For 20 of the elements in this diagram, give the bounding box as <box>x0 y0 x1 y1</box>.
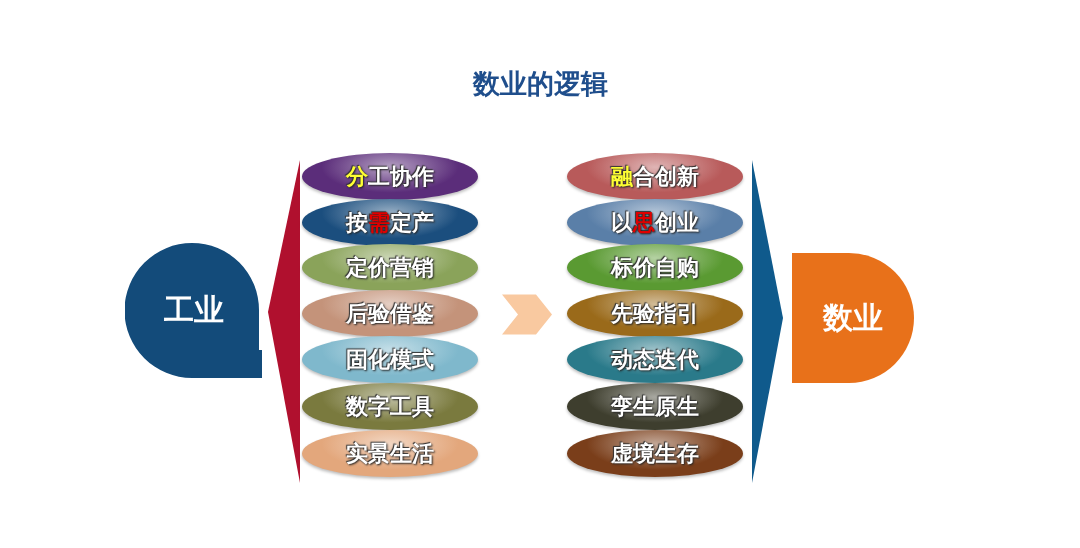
label-oval: 后验借鉴 <box>302 290 478 337</box>
half-round-badge: 数业 <box>792 253 914 383</box>
label-oval: 定价营销 <box>302 244 478 291</box>
label-oval: 标价自购 <box>567 244 743 291</box>
label-oval: 虚境生存 <box>567 430 743 477</box>
label-oval: 实景生活 <box>302 430 478 477</box>
label-oval: 以思创业 <box>567 199 743 246</box>
triangle-marker <box>268 160 300 483</box>
label-oval: 数字工具 <box>302 383 478 430</box>
round-badge: 工业 <box>125 243 262 378</box>
triangle-marker <box>752 160 783 483</box>
chevron-arrow <box>502 294 552 335</box>
title: 数业的逻辑 <box>472 67 608 101</box>
label-oval: 孪生原生 <box>567 383 743 430</box>
label-oval: 固化模式 <box>302 336 478 383</box>
label-oval: 先验指引 <box>567 290 743 337</box>
label-oval: 动态迭代 <box>567 336 743 383</box>
label-oval: 融合创新 <box>567 153 743 200</box>
label-oval: 按需定产 <box>302 199 478 246</box>
label-oval: 分工协作 <box>302 153 478 200</box>
